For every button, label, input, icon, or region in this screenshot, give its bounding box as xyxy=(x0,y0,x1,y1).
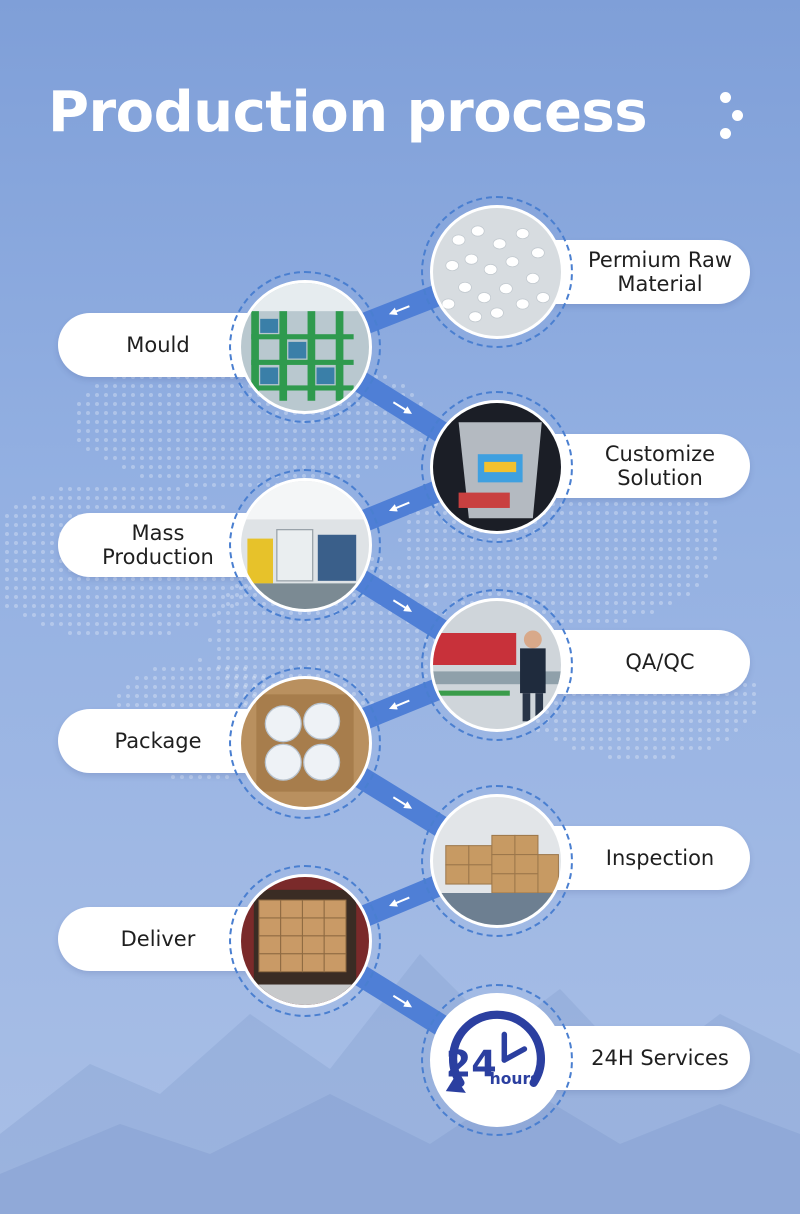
deliver-photo xyxy=(229,865,381,1017)
package-photo xyxy=(229,667,381,819)
arrow-icon xyxy=(389,896,410,907)
arrow-icon xyxy=(392,401,413,414)
badge-number: 24 xyxy=(446,1042,497,1085)
arrow-icon xyxy=(388,305,410,316)
arrow-icon xyxy=(388,699,410,710)
arrow-icon xyxy=(392,796,413,809)
arrow-icon xyxy=(392,599,413,612)
mass-production-photo xyxy=(229,469,381,621)
arrow-icon xyxy=(392,994,413,1008)
page-title: Production process xyxy=(48,80,648,145)
raw-material-photo xyxy=(421,196,573,348)
menu-dots-icon xyxy=(712,92,752,142)
customize-solution-photo xyxy=(421,391,573,543)
mountain-silhouette xyxy=(0,954,800,1214)
mould-photo xyxy=(229,271,381,423)
inspection-photo xyxy=(421,785,573,937)
24-hours-clock-icon: 24 hours xyxy=(421,984,573,1136)
arrow-icon xyxy=(388,501,410,512)
qa-qc-photo xyxy=(421,589,573,741)
badge-unit: hours xyxy=(490,1070,540,1088)
